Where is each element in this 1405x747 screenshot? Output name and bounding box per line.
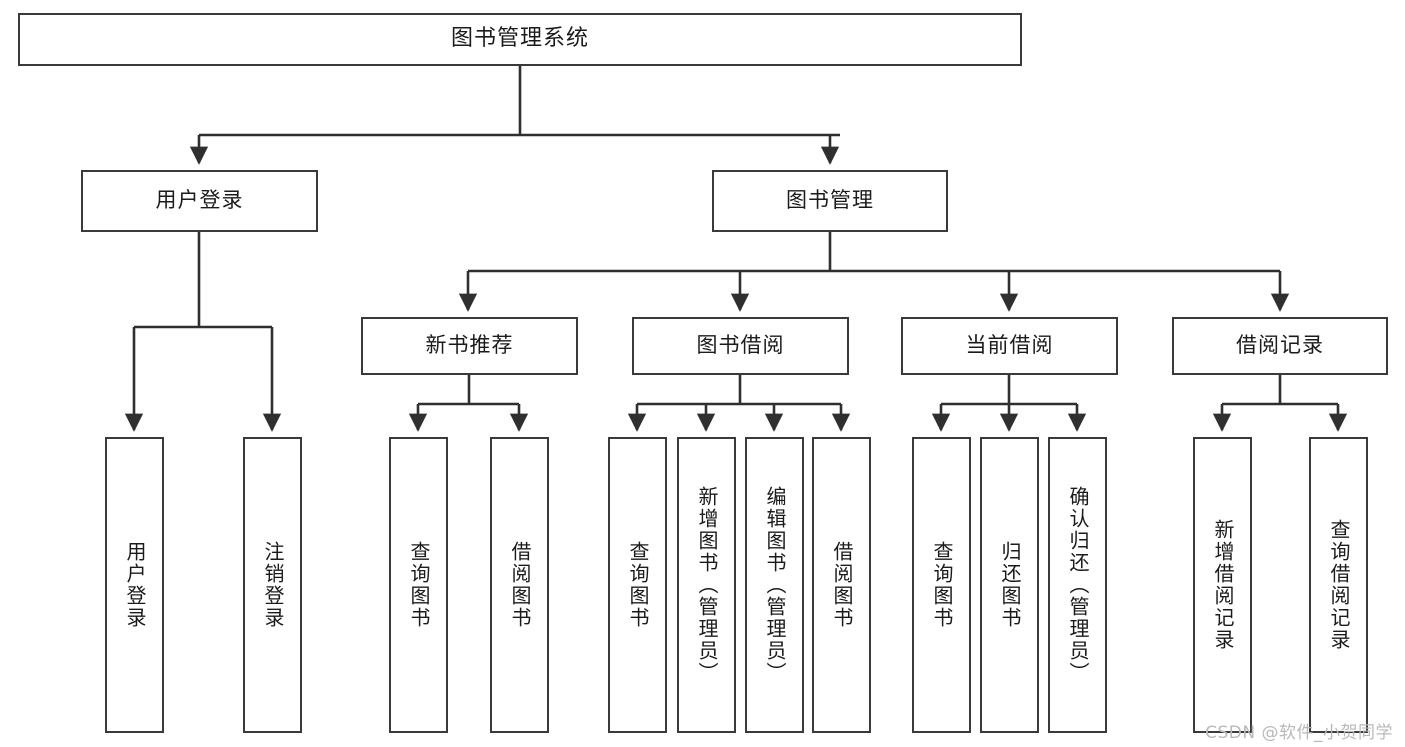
node-label: 用户登录 xyxy=(155,188,244,213)
leaf-current-borrow-confirm-return[interactable]: 确认归还（管理员） xyxy=(1048,437,1107,733)
leaf-current-borrow-query[interactable]: 查询图书 xyxy=(912,437,971,733)
leaf-label: 查询图书 xyxy=(930,541,954,629)
node-label: 图书管理 xyxy=(786,188,874,213)
leaf-new-book-query[interactable]: 查询图书 xyxy=(389,437,448,733)
leaf-label: 归还图书 xyxy=(998,541,1022,629)
leaf-new-book-borrow[interactable]: 借阅图书 xyxy=(490,437,549,733)
leaf-label: 查询图书 xyxy=(407,541,431,629)
node-label: 借阅记录 xyxy=(1236,333,1324,358)
leaf-borrow-record-add[interactable]: 新增借阅记录 xyxy=(1193,437,1252,733)
node-label: 当前借阅 xyxy=(965,333,1054,358)
leaf-label: 查询图书 xyxy=(626,541,650,629)
leaf-label: 借阅图书 xyxy=(830,541,854,629)
leaf-label: 用户登录 xyxy=(123,541,147,629)
node-label: 图书借阅 xyxy=(696,333,785,358)
leaf-label: 借阅图书 xyxy=(508,541,532,629)
node-label: 图书管理系统 xyxy=(450,26,589,52)
leaf-label: 注销登录 xyxy=(261,541,285,629)
node-label: 新书推荐 xyxy=(425,333,514,358)
node-current-borrow[interactable]: 当前借阅 xyxy=(901,317,1118,375)
node-book-management[interactable]: 图书管理 xyxy=(712,170,948,232)
node-root-book-management-system[interactable]: 图书管理系统 xyxy=(18,13,1022,66)
leaf-user-login-logout[interactable]: 注销登录 xyxy=(243,437,302,733)
leaf-book-borrow-borrow[interactable]: 借阅图书 xyxy=(812,437,871,733)
node-new-book-recommend[interactable]: 新书推荐 xyxy=(361,317,578,375)
leaf-borrow-record-query[interactable]: 查询借阅记录 xyxy=(1309,437,1368,733)
leaf-book-borrow-query[interactable]: 查询图书 xyxy=(608,437,667,733)
node-user-login[interactable]: 用户登录 xyxy=(81,170,318,232)
leaf-current-borrow-return[interactable]: 归还图书 xyxy=(980,437,1039,733)
leaf-label: 新增借阅记录 xyxy=(1211,519,1235,651)
leaf-label: 新增图书（管理员） xyxy=(695,486,719,684)
leaf-user-login-login[interactable]: 用户登录 xyxy=(105,437,164,733)
leaf-label: 查询借阅记录 xyxy=(1327,519,1351,651)
node-book-borrow[interactable]: 图书借阅 xyxy=(632,317,849,375)
node-borrow-record[interactable]: 借阅记录 xyxy=(1172,317,1388,375)
leaf-label: 编辑图书（管理员） xyxy=(763,486,787,684)
leaf-label: 确认归还（管理员） xyxy=(1066,486,1090,684)
leaf-book-borrow-edit[interactable]: 编辑图书（管理员） xyxy=(745,437,804,733)
leaf-book-borrow-add[interactable]: 新增图书（管理员） xyxy=(677,437,736,733)
csdn-watermark: CSDN @软件_小贺同学 xyxy=(1205,723,1393,743)
